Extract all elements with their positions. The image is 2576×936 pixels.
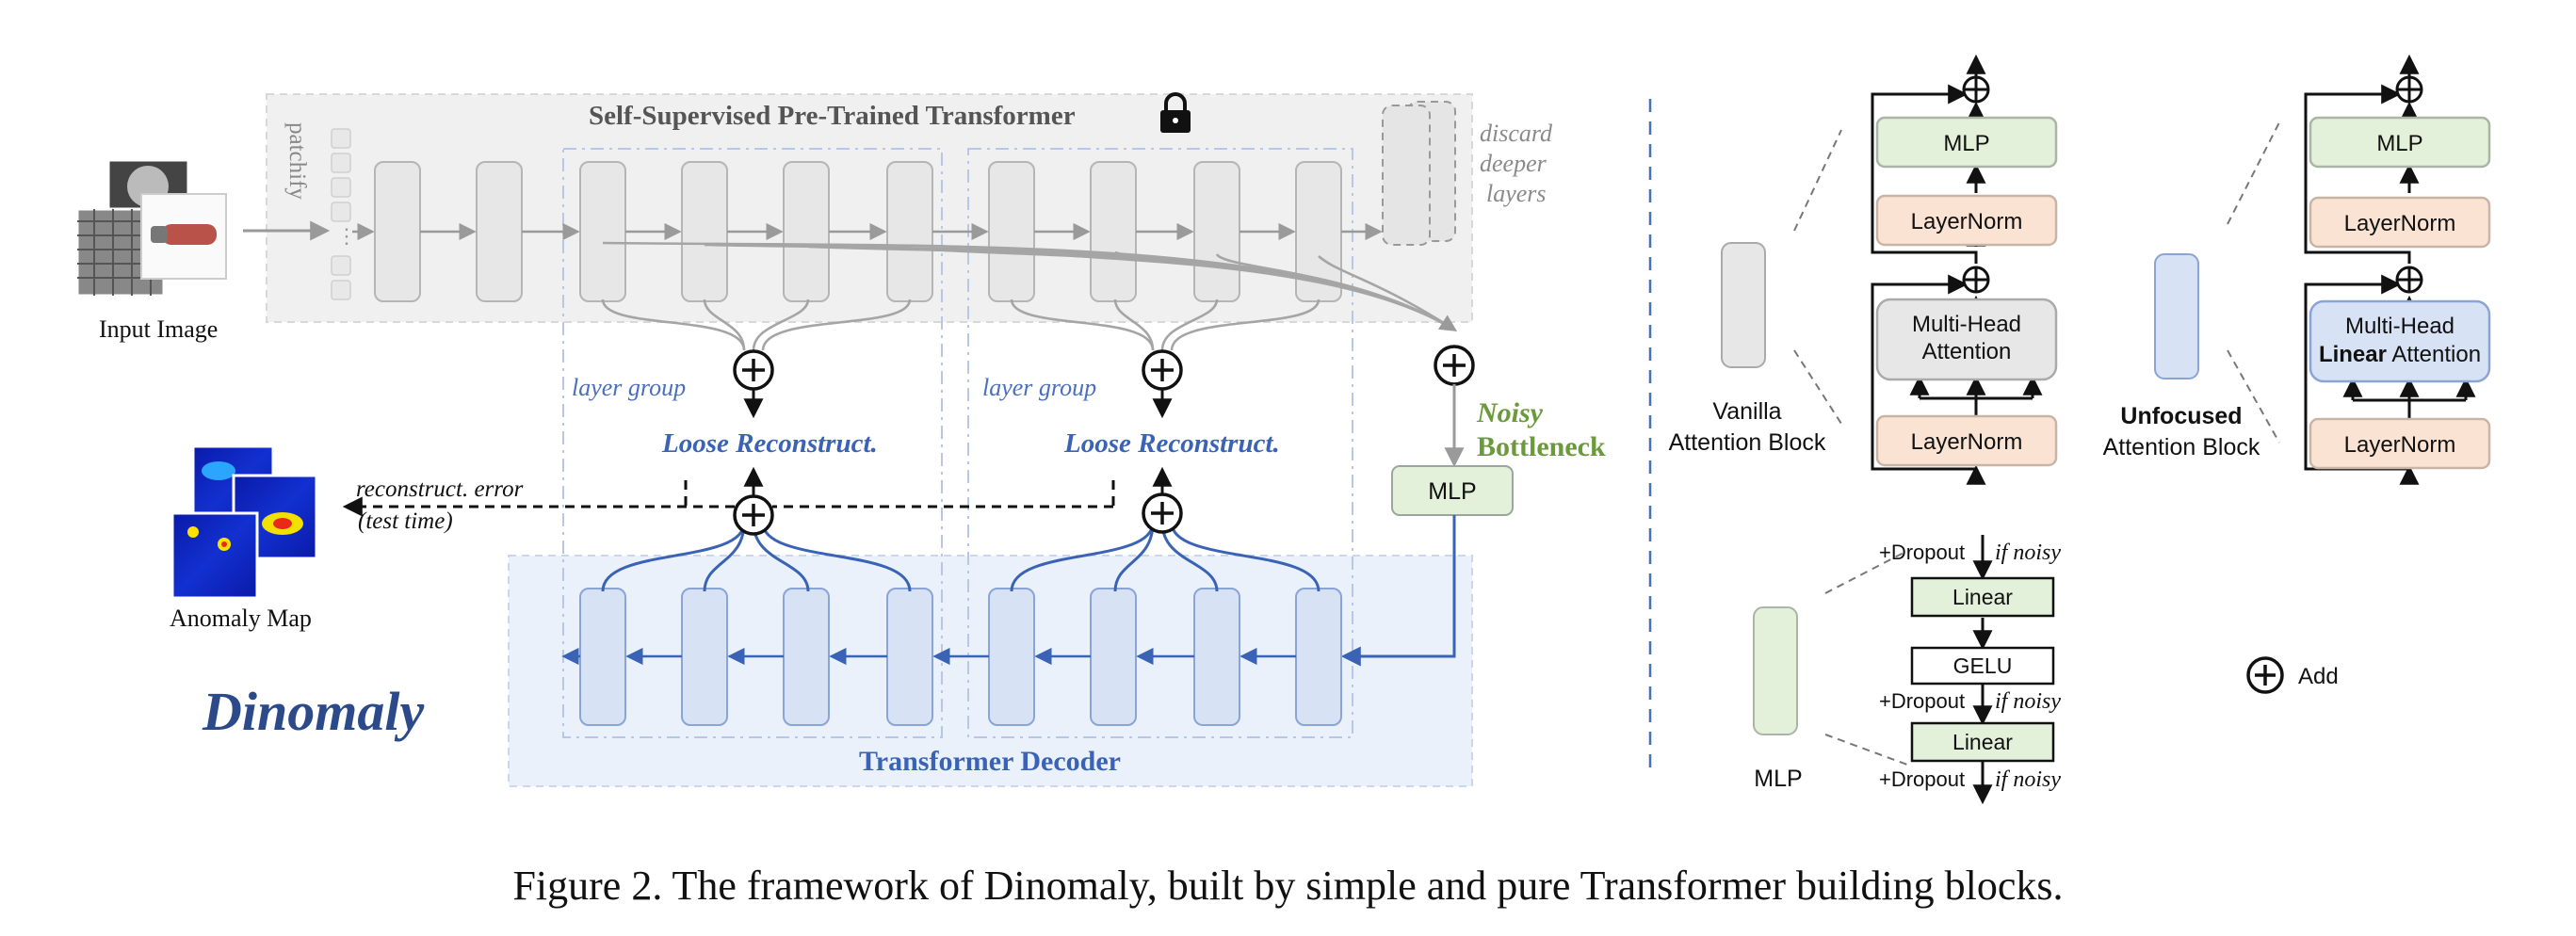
discard-label-1: discard bbox=[1480, 120, 1553, 147]
decoder-block bbox=[783, 588, 830, 726]
vanilla-block-title-2: Attention Block bbox=[1669, 429, 1826, 456]
vanilla-mlp-label: MLP bbox=[1943, 131, 1989, 156]
unfocused-layernorm-bottom-label: LayerNorm bbox=[2344, 432, 2456, 458]
reconstruct-error-label: reconstruct. error bbox=[356, 476, 524, 502]
add-legend-icon bbox=[2246, 656, 2284, 694]
decoder-block bbox=[681, 588, 728, 726]
loose-reconstruct-label-2: Loose Reconstruct. bbox=[1063, 428, 1280, 459]
layer-group-label-2: layer group bbox=[982, 374, 1096, 401]
noisy-label: Noisy bbox=[1476, 397, 1544, 428]
decoder-title: Transformer Decoder bbox=[859, 746, 1121, 777]
unfocused-layernorm-top-label: LayerNorm bbox=[2344, 211, 2456, 236]
vanilla-block-title-1: Vanilla bbox=[1712, 398, 1781, 425]
add-icon-encoder-2 bbox=[1142, 349, 1183, 391]
encoder-block bbox=[988, 161, 1035, 302]
linear-bold-word: Linear bbox=[2319, 342, 2387, 367]
loose-reconstruct-label-1: Loose Reconstruct. bbox=[661, 428, 878, 459]
unfocused-block-icon bbox=[2154, 253, 2199, 379]
decoder-block bbox=[1193, 588, 1240, 726]
layer-group-label-1: layer group bbox=[572, 374, 686, 401]
layer-group-box-1 bbox=[562, 148, 943, 738]
add-icon-bottleneck bbox=[1434, 345, 1475, 386]
decoder-blocks bbox=[579, 588, 1342, 726]
vanilla-layernorm-bottom-label: LayerNorm bbox=[1911, 429, 2023, 455]
encoder-group-fusion-2 bbox=[1010, 299, 1320, 351]
figure-caption: Figure 2. The framework of Dinomaly, bui… bbox=[512, 863, 2064, 909]
if-noisy-label-1: if noisy bbox=[1995, 541, 2061, 565]
mlp-block-title: MLP bbox=[1754, 766, 1802, 792]
bottleneck-to-decoder-arrow bbox=[1340, 515, 1456, 667]
encoder-title: Self-Supervised Pre-Trained Transformer bbox=[589, 101, 1076, 131]
unfocused-mlp-label: MLP bbox=[2376, 131, 2422, 156]
patch-tokens bbox=[331, 128, 351, 300]
add-icon-encoder-1 bbox=[733, 349, 774, 391]
encoder-block bbox=[1090, 161, 1137, 302]
mlp-block-detail bbox=[1910, 535, 2055, 805]
add-legend-label: Add bbox=[2298, 664, 2339, 689]
bottleneck-mlp-box bbox=[1391, 465, 1514, 516]
dinomaly-logo: Dinomaly bbox=[202, 681, 424, 742]
anomaly-map-label: Anomaly Map bbox=[170, 605, 312, 632]
decoder-block bbox=[1090, 588, 1137, 726]
input-image-label: Input Image bbox=[99, 315, 218, 343]
test-time-label: (test time) bbox=[358, 508, 453, 534]
dropout-label-3: +Dropout bbox=[1879, 767, 1965, 791]
discard-label-2: deeper bbox=[1480, 150, 1547, 177]
vanilla-block-icon bbox=[1721, 242, 1766, 368]
encoder-block bbox=[579, 161, 626, 302]
layer-group-box-2 bbox=[967, 148, 1353, 738]
encoder-block bbox=[476, 161, 523, 302]
bottleneck-skip-connections bbox=[602, 241, 1458, 331]
add-icon-decoder-2 bbox=[1142, 492, 1183, 534]
decoder-block bbox=[579, 588, 626, 726]
unfocused-block-detail bbox=[2304, 54, 2491, 485]
encoder-block bbox=[1193, 161, 1240, 302]
add-icon-decoder-1 bbox=[733, 494, 774, 536]
svg-text:⋮: ⋮ bbox=[336, 224, 357, 248]
unfocused-block-title-1: Unfocused bbox=[2120, 403, 2242, 429]
vanilla-attention-label-2: Attention bbox=[1922, 339, 2012, 364]
vanilla-block-detail bbox=[1871, 54, 2058, 485]
decoder-group-fusion-2 bbox=[1010, 522, 1320, 592]
if-noisy-label-2: if noisy bbox=[1995, 689, 2061, 714]
mlp-block-icon bbox=[1753, 606, 1798, 735]
reconstruct-error-path bbox=[342, 480, 1115, 517]
unfocused-attention-label-1: Multi-Head bbox=[2345, 314, 2454, 339]
decoder-block bbox=[886, 588, 933, 726]
encoder-block bbox=[886, 161, 933, 302]
attention-word: Attention bbox=[2387, 342, 2481, 367]
mlp-linear-1-label: Linear bbox=[1952, 585, 2013, 609]
encoder-blocks bbox=[374, 161, 1342, 302]
encoder-group-fusion-1 bbox=[601, 299, 912, 351]
vanilla-layernorm-top-label: LayerNorm bbox=[1911, 209, 2023, 234]
unfocused-block-title-2: Attention Block bbox=[2103, 434, 2260, 460]
encoder-block bbox=[783, 161, 830, 302]
decoder-block bbox=[1295, 588, 1342, 726]
unfocused-attention-label-2: Linear Attention bbox=[2319, 342, 2481, 367]
if-noisy-label-3: if noisy bbox=[1995, 767, 2061, 792]
anomaly-map-stack bbox=[170, 444, 318, 600]
encoder-background bbox=[266, 93, 1473, 323]
input-image-stack bbox=[75, 158, 227, 298]
encoder-block bbox=[681, 161, 728, 302]
vanilla-attention-label-1: Multi-Head bbox=[1912, 312, 2021, 337]
lock-icon bbox=[1160, 92, 1191, 133]
dropout-label-2: +Dropout bbox=[1879, 689, 1965, 713]
discard-label-3: layers bbox=[1486, 180, 1547, 207]
decoder-block bbox=[988, 588, 1035, 726]
mlp-linear-2-label: Linear bbox=[1952, 730, 2013, 754]
dropout-label-1: +Dropout bbox=[1879, 541, 1965, 564]
mlp-gelu-label: GELU bbox=[1953, 654, 2013, 678]
discarded-layers bbox=[1382, 101, 1456, 246]
bottleneck-mlp-label: MLP bbox=[1428, 478, 1476, 505]
patchify-label: patchify bbox=[284, 122, 310, 200]
encoder-block bbox=[374, 161, 421, 302]
bottleneck-label: Bottleneck bbox=[1477, 431, 1606, 462]
